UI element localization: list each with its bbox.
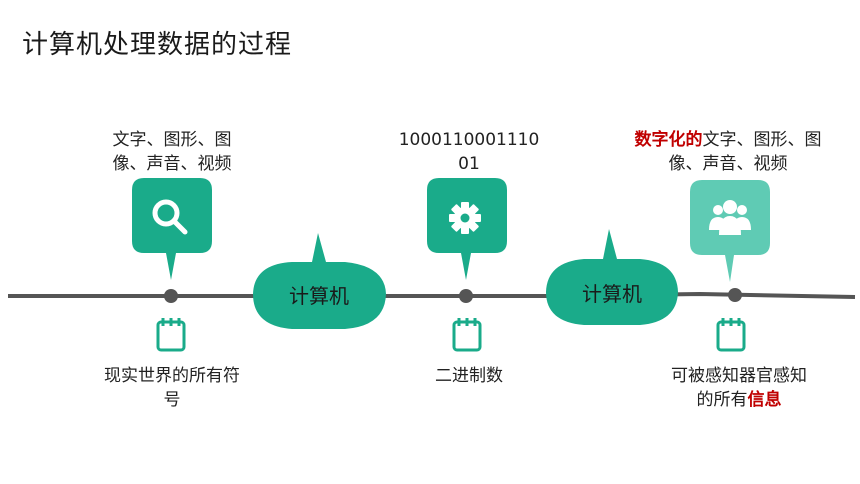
gear-bubble	[427, 178, 507, 280]
stage-3-output-text: 可被感知器官感知的所有信息	[671, 366, 807, 410]
calendar-icon	[156, 318, 186, 352]
calendar-icon	[716, 318, 746, 352]
stage-2-output-text: 二进制数	[435, 366, 503, 386]
timeline-node-2	[459, 289, 473, 303]
gear-icon	[449, 202, 481, 234]
stage-3-input-text: 数字化的文字、图形、图像、声音、视频	[634, 130, 822, 174]
timeline-node-1	[164, 289, 178, 303]
computer-label-2: 计算机	[582, 282, 642, 306]
computer-bubble-1	[253, 233, 386, 329]
stage-2-input-text: 100011000111001	[398, 130, 540, 174]
search-icon	[152, 199, 188, 235]
timeline-node-3	[728, 288, 742, 302]
timeline-line	[8, 291, 856, 299]
search-bubble	[132, 178, 212, 280]
calendar-icon	[452, 318, 482, 352]
digitized-highlight: 数字化的	[634, 130, 703, 150]
stage-1-output-text: 现实世界的所有符号	[104, 366, 240, 410]
stage-1-input-text: 文字、图形、图像、声音、视频	[112, 130, 232, 174]
users-bubble	[690, 180, 770, 282]
information-highlight: 信息	[747, 390, 782, 410]
computer-bubble-2	[546, 229, 678, 325]
computer-label-1: 计算机	[289, 284, 349, 308]
page-title: 计算机处理数据的过程	[22, 30, 293, 60]
users-icon	[709, 200, 751, 235]
